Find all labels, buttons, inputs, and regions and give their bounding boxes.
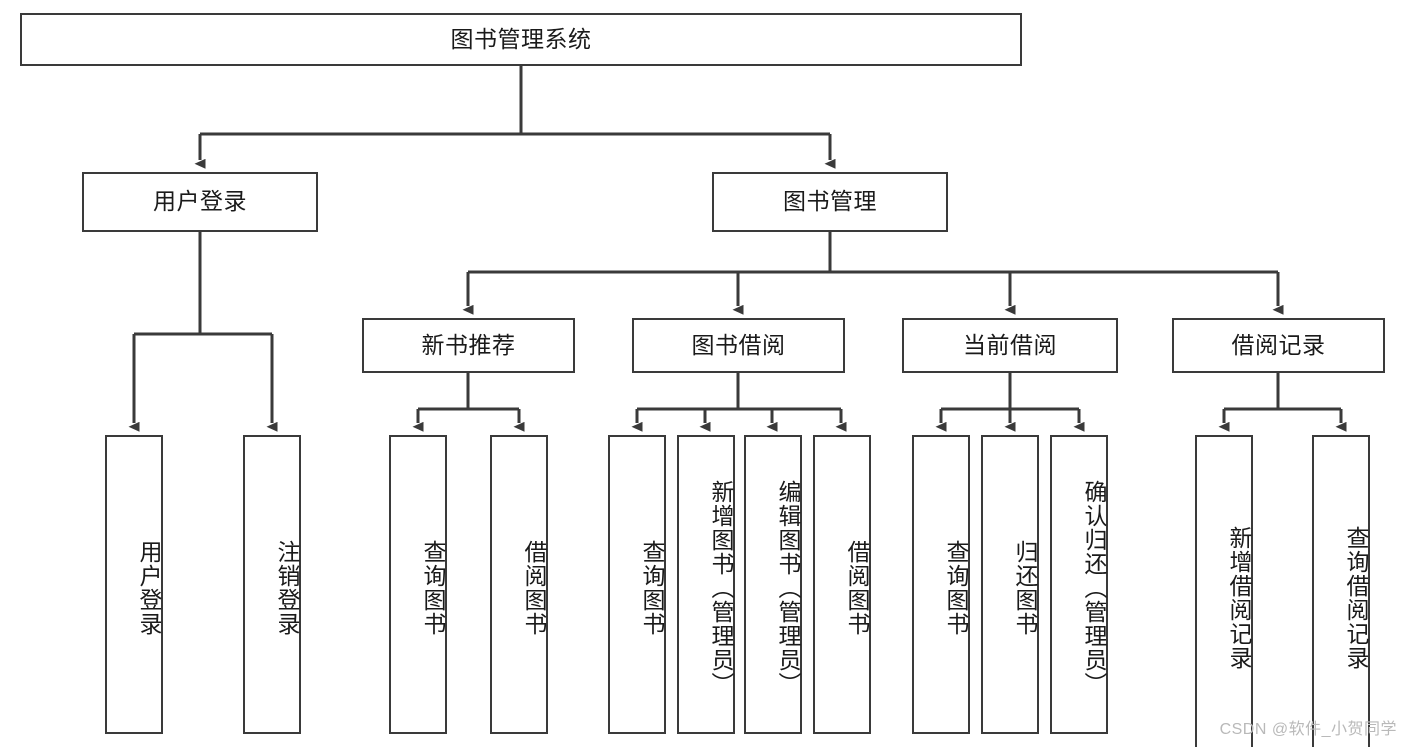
leaf-add-record[interactable]: 新增借阅记录 bbox=[1195, 435, 1253, 747]
leaf-query-book-3[interactable]: 查询图书 bbox=[912, 435, 970, 734]
node-root-system[interactable]: 图书管理系统 bbox=[20, 13, 1022, 66]
node-user-login[interactable]: 用户登录 bbox=[82, 172, 318, 232]
node-label: 用户登录 bbox=[136, 539, 162, 636]
node-label: 查询图书 bbox=[943, 539, 969, 636]
leaf-borrow-book-1[interactable]: 借阅图书 bbox=[490, 435, 548, 734]
leaf-return-book[interactable]: 归还图书 bbox=[981, 435, 1039, 734]
node-borrow-record[interactable]: 借阅记录 bbox=[1172, 318, 1385, 373]
leaf-query-record[interactable]: 查询借阅记录 bbox=[1312, 435, 1370, 747]
node-label: 借阅图书 bbox=[844, 539, 870, 636]
leaf-add-book[interactable]: 新增图书（管理员） bbox=[677, 435, 735, 734]
node-label: 查询图书 bbox=[420, 539, 446, 636]
node-label: 归还图书 bbox=[1012, 539, 1038, 636]
node-label: 确认归还（管理员） bbox=[1081, 479, 1107, 696]
node-label: 借阅记录 bbox=[1231, 331, 1326, 358]
node-label: 新书推荐 bbox=[421, 331, 516, 358]
leaf-query-book-2[interactable]: 查询图书 bbox=[608, 435, 666, 734]
node-label: 用户登录 bbox=[153, 188, 247, 215]
node-label: 当前借阅 bbox=[963, 331, 1057, 358]
node-label: 图书管理 bbox=[783, 188, 877, 215]
node-label: 图书管理系统 bbox=[450, 25, 592, 52]
node-label: 注销登录 bbox=[274, 539, 300, 636]
leaf-query-book-1[interactable]: 查询图书 bbox=[389, 435, 447, 734]
node-new-book-recommend[interactable]: 新书推荐 bbox=[362, 318, 575, 373]
node-label: 查询借阅记录 bbox=[1343, 526, 1369, 670]
node-current-borrow[interactable]: 当前借阅 bbox=[902, 318, 1118, 373]
leaf-borrow-book-2[interactable]: 借阅图书 bbox=[813, 435, 871, 734]
node-label: 编辑图书（管理员） bbox=[775, 479, 801, 696]
leaf-logout-login[interactable]: 注销登录 bbox=[243, 435, 301, 734]
node-label: 借阅图书 bbox=[521, 539, 547, 636]
node-label: 新增借阅记录 bbox=[1226, 526, 1252, 670]
leaf-confirm-return[interactable]: 确认归还（管理员） bbox=[1050, 435, 1108, 734]
node-book-management[interactable]: 图书管理 bbox=[712, 172, 948, 232]
node-book-borrow[interactable]: 图书借阅 bbox=[632, 318, 845, 373]
node-label: 新增图书（管理员） bbox=[708, 479, 734, 696]
leaf-user-login[interactable]: 用户登录 bbox=[105, 435, 163, 734]
node-label: 查询图书 bbox=[639, 539, 665, 636]
node-label: 图书借阅 bbox=[691, 331, 786, 358]
csdn-watermark: CSDN @软件_小贺同学 bbox=[1219, 721, 1397, 738]
leaf-edit-book[interactable]: 编辑图书（管理员） bbox=[744, 435, 802, 734]
